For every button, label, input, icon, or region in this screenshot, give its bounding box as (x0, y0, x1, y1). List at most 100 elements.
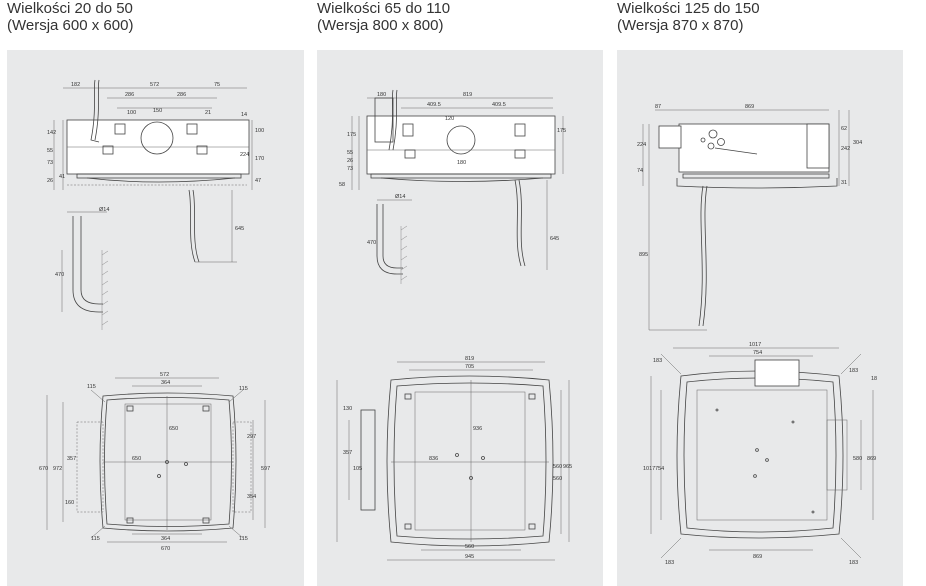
dim-top-572: 572 (160, 372, 169, 378)
dim-286b: 286 (177, 92, 186, 98)
dim-55: 55 (347, 150, 353, 156)
variant-3-title: Wielkości 125 do 150 (617, 0, 760, 17)
dim-top-364: 364 (161, 380, 170, 386)
dim-73: 73 (47, 160, 53, 166)
dim-top-297: 297 (247, 434, 256, 440)
dim-224: 224 (637, 142, 646, 148)
variant-1-title: Wielkości 20 do 50 (7, 0, 133, 17)
dim-26: 26 (47, 178, 53, 184)
dim-top-1017: 1017 (749, 342, 761, 348)
dim-73: 73 (347, 166, 353, 172)
dim-286a: 286 (125, 92, 134, 98)
caption-variant-3: Wielkości 125 do 150 (Wersja 870 x 870) (617, 0, 760, 34)
dim-top-18: 18 (871, 376, 877, 382)
dim-47: 47 (255, 178, 261, 184)
dim-top-819: 819 (465, 356, 474, 362)
dim-d14: Ø14 (99, 207, 109, 213)
dim-55: 55 (47, 148, 53, 154)
dim-top-105: 105 (353, 466, 362, 472)
technical-drawing-variant-2: 180 819 409.5 409.5 120 175 58 26 73 55 … (336, 89, 572, 561)
dim-top-364b: 364 (161, 536, 170, 542)
dim-304: 304 (853, 140, 862, 146)
dim-top-754v: 754 (655, 466, 664, 472)
variant-1-subtitle: (Wersja 600 x 600) (7, 17, 134, 34)
side-view-drawing (351, 89, 564, 284)
dim-top-972: 972 (53, 466, 62, 472)
dim-100r: 100 (255, 128, 264, 134)
dim-top-183c: 183 (665, 560, 674, 566)
technical-drawing-variant-1: 182 572 75 286 286 100 150 21 142 55 73 … (39, 79, 270, 552)
top-view-drawing (650, 347, 874, 559)
dim-top-580: 580 (853, 456, 862, 462)
dim-470: 470 (55, 272, 64, 278)
dim-170: 170 (255, 156, 264, 162)
dim-top-705: 705 (465, 364, 474, 370)
dim-645: 645 (235, 226, 244, 232)
dim-top-869v: 869 (867, 456, 876, 462)
dim-182: 182 (71, 82, 80, 88)
dim-top-183d: 183 (849, 560, 858, 566)
dim-224: 224 (240, 152, 249, 158)
dim-895: 895 (639, 252, 648, 258)
technical-drawing-variant-3: 87 869 224 74 62 242 304 31 895 (637, 104, 877, 566)
dim-14: 14 (241, 112, 247, 118)
top-view-drawing (46, 377, 266, 543)
variant-2-subtitle: (Wersja 800 x 800) (317, 17, 444, 34)
dim-top-160: 160 (65, 500, 74, 506)
dim-top-1017v: 1017 (643, 466, 655, 472)
dim-87: 87 (655, 104, 661, 110)
drawing-panel-variant-3: 87 869 224 74 62 242 304 31 895 (617, 50, 903, 586)
dim-74: 74 (637, 168, 643, 174)
variant-2-title: Wielkości 65 do 110 (317, 0, 451, 17)
side-view-drawing (642, 109, 850, 331)
dim-top-183a: 183 (653, 358, 662, 364)
caption-variant-2: Wielkości 65 do 110 (Wersja 800 x 800) (317, 0, 450, 34)
dim-top-670b: 670 (161, 546, 170, 552)
dim-top-754: 754 (753, 350, 762, 356)
dim-top-560r: 560 (553, 464, 562, 470)
dim-75: 75 (214, 82, 220, 88)
dim-top-869b: 869 (753, 554, 762, 560)
dim-top-670v: 670 (39, 466, 48, 472)
dim-top-965: 965 (563, 464, 572, 470)
dim-409b: 409.5 (492, 102, 506, 108)
top-view-drawing (336, 361, 570, 561)
dim-top-115d: 115 (239, 536, 248, 542)
dim-470: 470 (367, 240, 376, 246)
dim-top-115b: 115 (239, 386, 248, 392)
dim-869: 869 (745, 104, 754, 110)
dim-26: 26 (347, 158, 353, 164)
drawing-panel-variant-1: 182 572 75 286 286 100 150 21 142 55 73 … (7, 50, 304, 586)
dim-142: 142 (47, 130, 56, 136)
dim-62: 62 (841, 126, 847, 132)
dim-d14: Ø14 (395, 194, 405, 200)
dim-top-115c: 115 (91, 536, 100, 542)
dim-top-357: 357 (67, 456, 76, 462)
dim-645: 645 (550, 236, 559, 242)
dim-top-597: 597 (261, 466, 270, 472)
dim-180: 180 (377, 92, 386, 98)
dim-top-130: 130 (343, 406, 352, 412)
dim-58: 58 (339, 182, 345, 188)
dim-175r: 175 (557, 128, 566, 134)
dim-top-650v: 650 (169, 426, 178, 432)
dim-top-936: 936 (473, 426, 482, 432)
variant-3-subtitle: (Wersja 870 x 870) (617, 17, 744, 34)
dim-120: 120 (445, 116, 454, 122)
dim-top-115a: 115 (87, 384, 96, 390)
dim-572: 572 (150, 82, 159, 88)
dim-top-836: 836 (429, 456, 438, 462)
dim-21: 21 (205, 110, 211, 116)
dim-41: 41 (59, 174, 65, 180)
dim-top-354: 354 (247, 494, 256, 500)
dim-31: 31 (841, 180, 847, 186)
dim-242: 242 (841, 146, 850, 152)
dim-180b: 180 (457, 160, 466, 166)
dim-175: 175 (347, 132, 356, 138)
caption-variant-1: Wielkości 20 do 50 (Wersja 600 x 600) (7, 0, 133, 34)
side-view-drawing (53, 79, 253, 330)
dim-100: 100 (127, 110, 136, 116)
dim-top-183b: 183 (849, 368, 858, 374)
dim-top-650h: 650 (132, 456, 141, 462)
dim-top-357: 357 (343, 450, 352, 456)
